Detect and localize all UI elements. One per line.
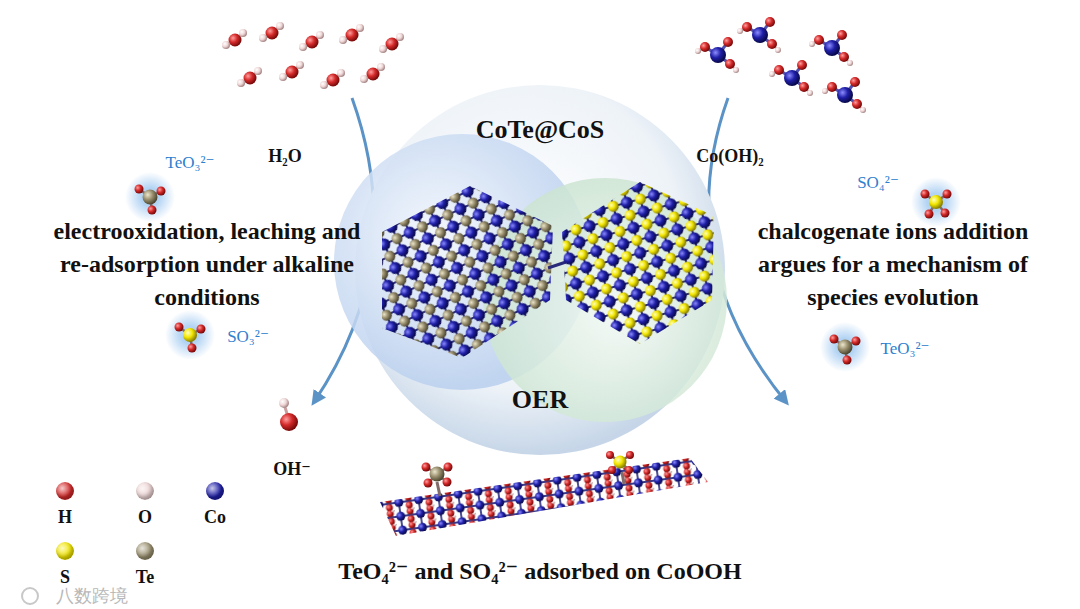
legend-swatch [206,482,224,500]
legend-swatch [136,482,154,500]
ion-label: SO₄²⁻ [857,172,899,193]
node-title: CoTe@CoS [476,115,605,145]
watermark-icon [22,588,38,604]
legend-swatch [56,542,74,560]
legend-text: H [58,506,72,528]
process-note: chalcogenate ions addition argues for a … [733,215,1053,314]
cobalt-hydroxide-cluster [695,17,866,113]
molecule-label: Co(OH)₂ [696,145,763,167]
legend-swatch [136,542,154,560]
catalyst-sphere [334,85,727,455]
ion-label: TeO₃²⁻ [165,152,214,173]
hydroxide-ion [279,398,298,431]
process-note: electrooxidation, leaching and re-adsorp… [47,215,367,314]
crystal-structures [382,182,714,358]
tellurite-ion [125,172,175,222]
watermark: 八数跨境 [56,585,128,607]
legend-item: H [45,482,85,528]
legend-text: S [60,566,70,588]
cooh-slab [380,451,708,536]
legend-item: O [125,482,165,528]
water-cluster [222,22,404,89]
bottom-caption: TeO₄²⁻ and SO₄²⁻ adsorbed on CoOOH [338,556,741,586]
tellurite-ion [820,322,870,372]
legend-item: S [45,542,85,588]
legend-item: Co [195,482,235,528]
catalyst-circle: CoTe@CoS OER [355,85,725,455]
molecule-label: OH⁻ [273,458,311,480]
legend-text: Te [136,566,154,588]
legend-text: Co [204,506,226,528]
node-title: OER [512,385,568,415]
ion-label: SO₃²⁻ [227,326,269,347]
molecule-label: H₂O [268,145,301,167]
legend-text: O [138,506,152,528]
legend-swatch [56,482,74,500]
legend-item: Te [125,542,165,588]
ion-label: TeO₃²⁻ [880,338,929,359]
sulfite-ion [165,310,215,360]
